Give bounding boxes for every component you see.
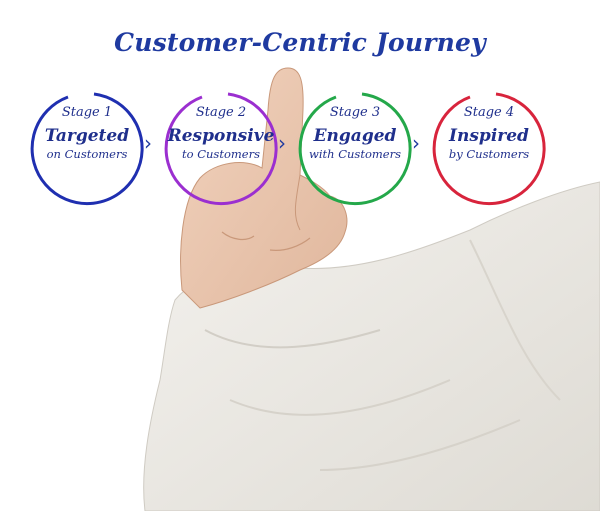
stage-3-name: Engaged [313,126,397,146]
stage-3-sub: with Customers [309,147,401,161]
stage-4-sub: by Customers [448,147,530,161]
stage-3: Stage 3 Engaged with Customers [296,90,414,208]
stage-2: Stage 2 Responsive to Customers [162,90,280,208]
stage-1-label: Stage 1 [61,105,113,120]
arrow-3-to-4: › [412,131,420,155]
stage-1-sub: on Customers [46,147,128,161]
stage-3-ring [298,92,412,206]
arrow-1-to-2: › [144,131,152,155]
stage-3-label: Stage 3 [329,105,381,120]
stage-4-label: Stage 4 [463,105,515,120]
stage-2-name: Responsive [167,126,275,146]
arrow-2-to-3: › [278,131,286,155]
diagram-title: Customer-Centric Journey [114,28,486,57]
stage-2-label: Stage 2 [195,105,247,120]
stage-4-name: Inspired [449,126,529,146]
stage-4-ring [432,92,546,206]
stage-4: Stage 4 Inspired by Customers [430,90,548,208]
stage-2-sub: to Customers [182,147,260,161]
stage-1: Stage 1 Targeted on Customers [28,90,146,208]
stage-2-ring [164,92,278,206]
stage-1-name: Targeted [44,126,130,146]
stage-1-ring [30,92,144,206]
